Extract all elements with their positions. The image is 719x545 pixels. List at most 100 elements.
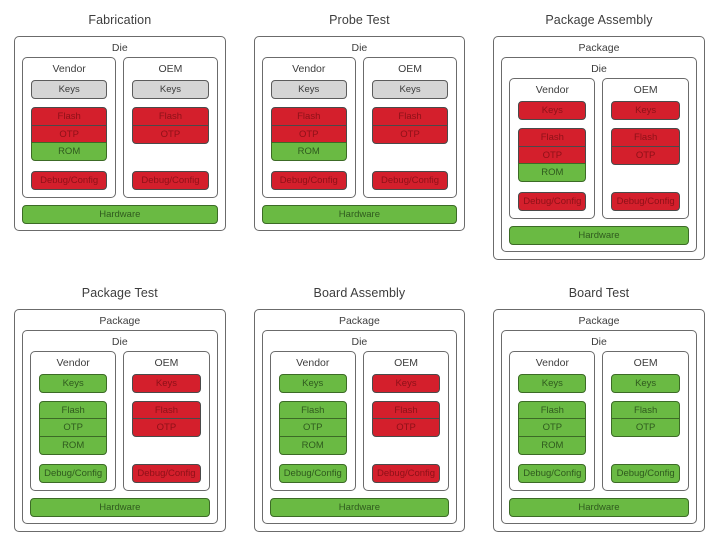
block-debug-config[interactable]: Debug/Config (518, 464, 587, 484)
block-debug-config[interactable]: Debug/Config (518, 191, 587, 211)
block-otp[interactable]: OTP (278, 418, 347, 438)
block-flash[interactable]: Flash (132, 107, 209, 126)
die-label: Die (111, 335, 128, 348)
package-label: Package (99, 314, 141, 327)
block-hardware[interactable]: Hardware (30, 498, 210, 518)
panel-title: Package Test (81, 285, 158, 300)
block-debug-config[interactable]: Debug/Config (132, 170, 209, 190)
block-otp[interactable]: OTP (132, 124, 209, 144)
column-label: OEM (398, 63, 422, 75)
block-debug-config[interactable]: Debug/Config (270, 170, 347, 190)
block-keys[interactable]: Keys (518, 101, 587, 120)
block-otp[interactable]: OTP (371, 124, 449, 144)
debug-slot: Debug/Config (518, 184, 587, 211)
block-keys[interactable]: Keys (270, 80, 347, 99)
block-debug-config[interactable]: Debug/Config (611, 191, 680, 211)
block-otp[interactable]: OTP (31, 124, 108, 144)
block-flash[interactable]: Flash (611, 128, 680, 147)
block-rom[interactable]: ROM (31, 142, 108, 162)
keys-slot: Keys (39, 373, 108, 393)
block-keys[interactable]: Keys (278, 373, 347, 393)
debug-slot: Debug/Config (132, 456, 201, 484)
keys-slot: Keys (132, 80, 209, 99)
block-flash[interactable]: Flash (518, 400, 587, 420)
block-debug-config[interactable]: Debug/Config (39, 464, 108, 484)
column-label: Vendor (296, 356, 330, 369)
block-keys[interactable]: Keys (31, 80, 108, 99)
block-rom[interactable]: ROM (278, 435, 347, 455)
block-otp[interactable]: OTP (132, 418, 201, 438)
hardware-slot: Hardware (509, 498, 689, 518)
block-debug-config[interactable]: Debug/Config (371, 464, 441, 484)
block-hardware[interactable]: Hardware (509, 225, 689, 245)
panel-title: Probe Test (329, 13, 390, 27)
block-keys[interactable]: Keys (611, 373, 680, 393)
block-rom[interactable]: ROM (270, 142, 347, 162)
block-hardware[interactable]: Hardware (269, 498, 450, 518)
block-otp[interactable]: OTP (39, 418, 108, 438)
block-debug-config[interactable]: Debug/Config (611, 464, 680, 484)
block-debug-config[interactable]: Debug/Config (278, 464, 347, 484)
block-flash[interactable]: Flash (31, 107, 108, 126)
block-keys[interactable]: Keys (371, 80, 449, 99)
block-otp[interactable]: OTP (611, 145, 680, 165)
die-label: Die (111, 42, 128, 54)
block-rom[interactable]: ROM (39, 435, 108, 455)
panel-title: Board Test (568, 285, 630, 300)
block-debug-config[interactable]: Debug/Config (371, 170, 449, 190)
keys-slot: Keys (611, 101, 680, 120)
block-debug-config[interactable]: Debug/Config (31, 170, 108, 190)
block-otp[interactable]: OTP (518, 145, 587, 165)
block-keys[interactable]: Keys (132, 373, 201, 393)
block-otp[interactable]: OTP (611, 418, 680, 438)
block-flash[interactable]: Flash (39, 400, 108, 420)
block-flash[interactable]: Flash (518, 128, 587, 147)
block-flash[interactable]: Flash (270, 107, 347, 126)
die-label: Die (591, 335, 607, 348)
column-label: Vendor (56, 356, 90, 369)
block-otp[interactable]: OTP (270, 124, 347, 144)
block-otp[interactable]: OTP (518, 418, 587, 438)
block-flash[interactable]: Flash (371, 107, 449, 126)
block-flash[interactable]: Flash (278, 400, 347, 420)
column-label: Vendor (535, 356, 569, 369)
block-hardware[interactable]: Hardware (509, 498, 689, 518)
block-rom[interactable]: ROM (518, 163, 587, 183)
keys-slot: Keys (132, 373, 201, 393)
block-flash[interactable]: Flash (371, 400, 441, 420)
block-hardware[interactable]: Hardware (22, 204, 218, 224)
package-label: Package (578, 314, 620, 327)
block-flash[interactable]: Flash (611, 400, 680, 420)
block-keys[interactable]: Keys (611, 101, 680, 120)
block-keys[interactable]: Keys (518, 373, 587, 393)
debug-slot: Debug/Config (611, 184, 680, 211)
block-debug-config[interactable]: Debug/Config (132, 464, 201, 484)
block-keys[interactable]: Keys (132, 80, 209, 99)
package-label: Package (578, 42, 620, 54)
block-otp[interactable]: OTP (371, 418, 441, 438)
panel-title: Board Assembly (313, 285, 406, 300)
block-flash[interactable]: Flash (132, 400, 201, 420)
block-keys[interactable]: Keys (371, 373, 441, 393)
block-rom[interactable]: ROM (518, 435, 587, 455)
block-hardware[interactable]: Hardware (261, 204, 458, 224)
debug-slot: Debug/Config (278, 456, 347, 484)
hardware-slot: Hardware (269, 498, 450, 518)
block-keys[interactable]: Keys (39, 373, 108, 393)
